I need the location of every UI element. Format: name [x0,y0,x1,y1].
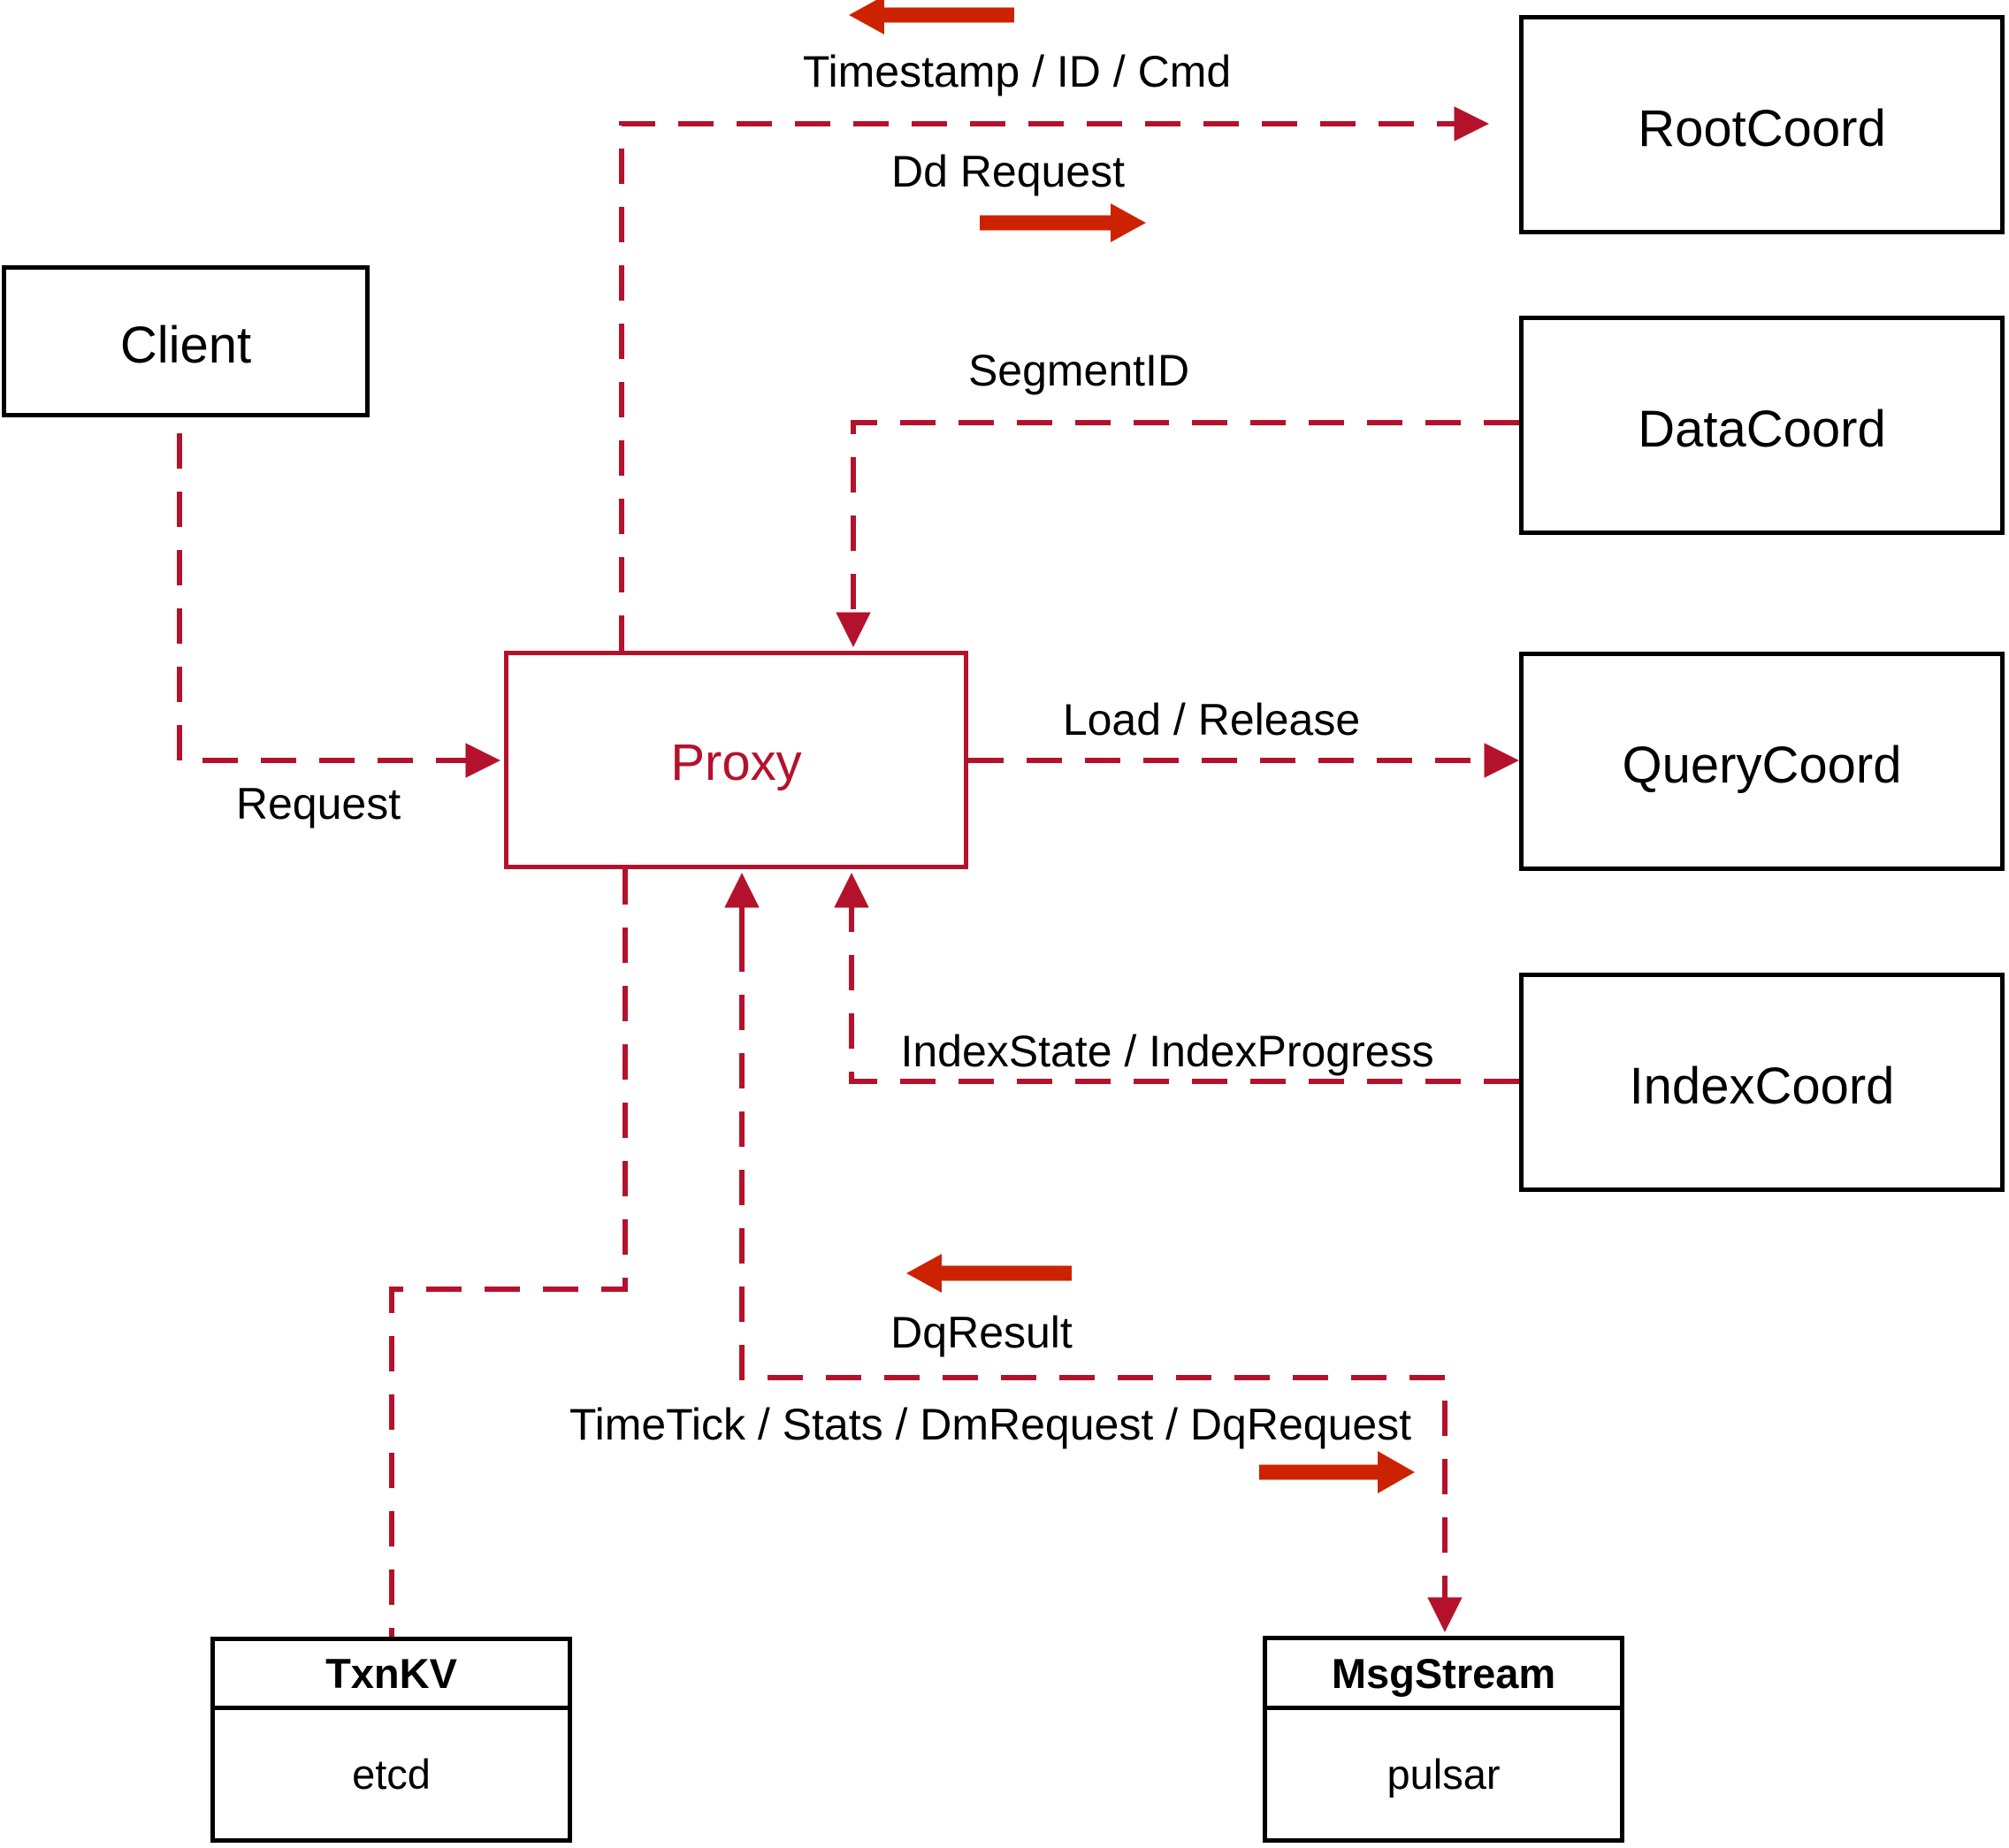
edge-indexcoord-proxy [834,872,1519,1084]
edge-label-request: Request [235,779,401,829]
direction-arrow-dq-result [906,1254,1072,1293]
node-msgstream-header: MsgStream [1267,1640,1620,1710]
edge-proxy-rootcoord [619,106,1490,651]
node-txnkv[interactable]: TxnKV etcd [210,1637,572,1843]
node-datacoord-label: DataCoord [1638,401,1886,458]
node-querycoord-label: QueryCoord [1622,737,1902,794]
edge-proxy-msgstream [724,872,1463,1633]
direction-arrow-dd-request [980,203,1146,242]
direction-arrow-timetick [1259,1451,1415,1493]
direction-arrow-timestamp-id-cmd [849,0,1014,34]
edge-proxy-txnkv [389,869,628,1637]
node-rootcoord[interactable]: RootCoord [1519,15,2005,234]
edge-client-proxy [177,375,501,778]
edge-label-dq-result: DqResult [890,1308,1073,1357]
node-client-label: Client [119,317,252,374]
edge-label-index-state-progress: IndexState / IndexProgress [900,1027,1434,1076]
edge-label-dd-request: Dd Request [890,147,1126,196]
node-querycoord[interactable]: QueryCoord [1519,652,2005,871]
node-datacoord[interactable]: DataCoord [1519,316,2005,535]
edge-label-timestamp-id-cmd: Timestamp / ID / Cmd [802,47,1232,96]
node-indexcoord[interactable]: IndexCoord [1519,973,2005,1192]
node-indexcoord-label: IndexCoord [1629,1058,1895,1115]
edge-datacoord-proxy [836,420,1519,648]
node-msgstream[interactable]: MsgStream pulsar [1263,1636,1624,1843]
node-txnkv-header: TxnKV [215,1641,568,1710]
node-client[interactable]: Client [2,265,370,417]
edge-label-segment-id: SegmentID [967,346,1190,395]
node-proxy-label: Proxy [670,734,802,791]
edge-label-load-release: Load / Release [1062,695,1361,745]
node-rootcoord-label: RootCoord [1638,100,1886,157]
edge-label-timetick-stats: TimeTick / Stats / DmRequest / DqRequest [569,1400,1412,1449]
node-msgstream-body: pulsar [1386,1751,1501,1798]
node-txnkv-body: etcd [352,1751,431,1798]
node-proxy[interactable]: Proxy [504,651,968,869]
